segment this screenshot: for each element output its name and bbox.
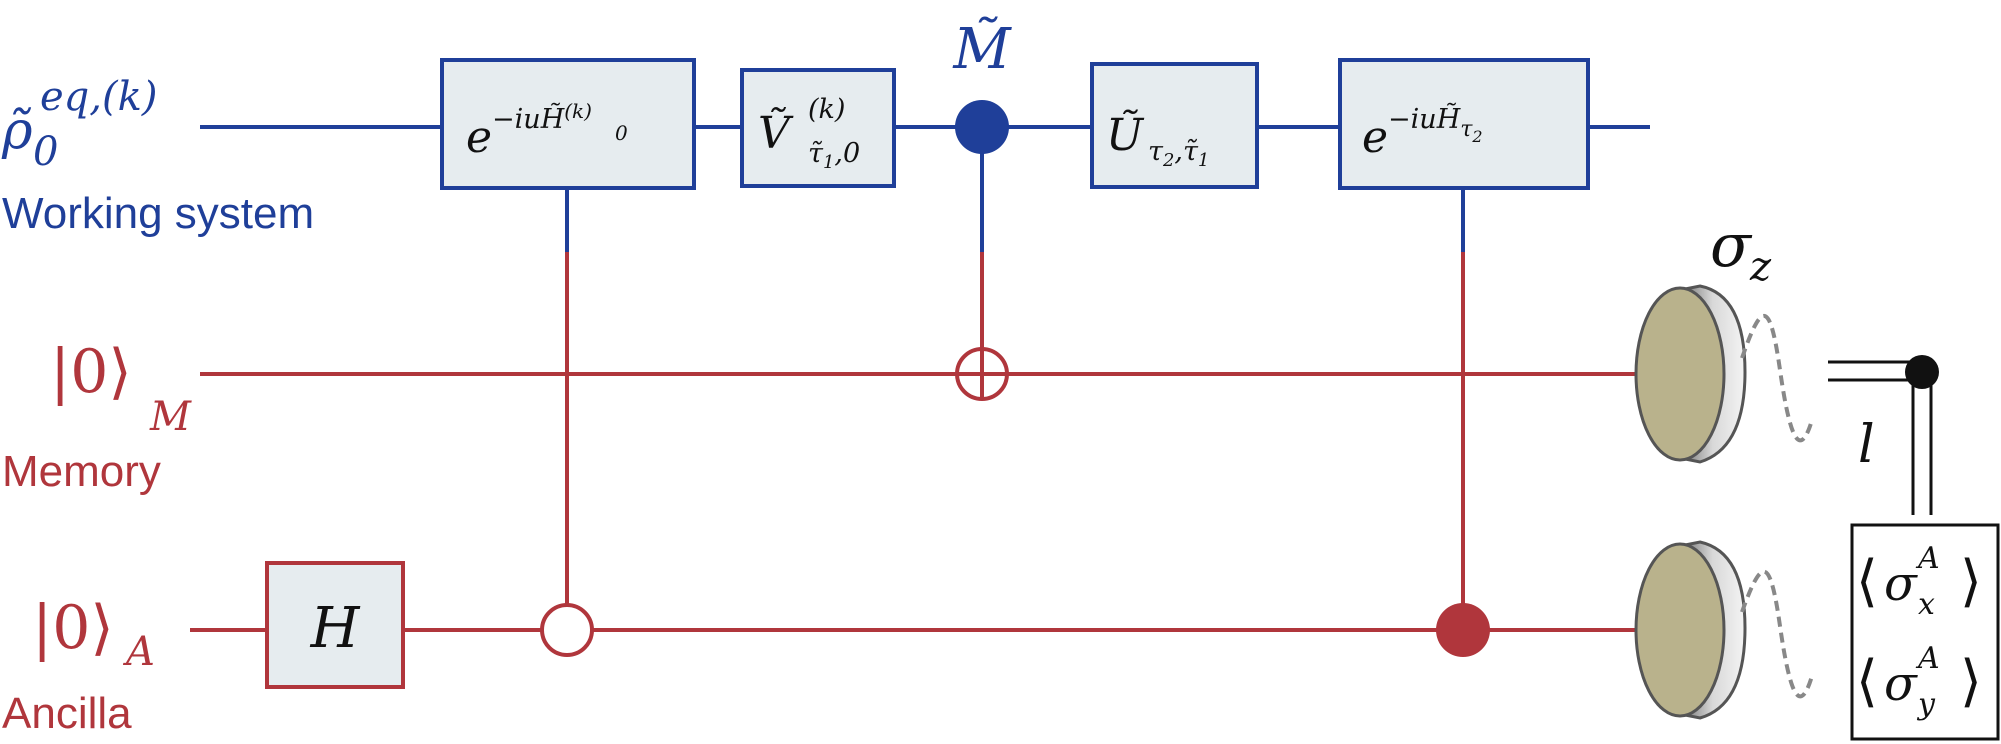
ancilla-state-label: |0⟩ A	[32, 593, 155, 675]
measurement-gate: M̃	[952, 16, 1012, 154]
svg-text:ρ̃: ρ̃	[1, 101, 33, 161]
evolution-gate-1: e−iuH̃(k) 0	[440, 58, 696, 190]
memory-state-label: |0⟩ M	[50, 337, 192, 440]
unitary-u-gate: Ũ τ2,τ̃1	[1090, 62, 1259, 189]
evolution-gate-2: e−iuH̃τ2	[1338, 58, 1590, 190]
svg-text:e−iuH̃τ2: e−iuH̃τ2	[1362, 102, 1483, 163]
svg-text:y: y	[1916, 687, 1936, 722]
ancilla-name: Ancilla	[2, 689, 132, 738]
svg-text:M̃: M̃	[952, 16, 1012, 82]
svg-text:x: x	[1918, 587, 1935, 622]
svg-text:Ṽ: Ṽ	[758, 106, 794, 159]
svg-text:σ: σ	[1884, 556, 1918, 612]
svg-text:⟩: ⟩	[1960, 549, 1982, 614]
svg-text:z: z	[1749, 244, 1772, 290]
svg-text:0: 0	[33, 129, 58, 175]
expectation-box: ⟨ σ A x ⟩ ⟨ σ A y ⟩	[1850, 523, 2000, 741]
unitary-v-gate: Ṽ (k) τ̃1,0	[740, 68, 896, 188]
svg-text:(k): (k)	[808, 94, 845, 125]
svg-text:σ: σ	[1884, 656, 1918, 712]
svg-text:e−iuH̃(k): e−iuH̃(k)	[466, 99, 592, 163]
svg-text:|0⟩: |0⟩	[32, 593, 114, 663]
svg-text:Ũ: Ũ	[1106, 108, 1145, 161]
working-system-name: Working system	[2, 189, 314, 238]
cnot-target	[955, 347, 1009, 401]
expectation-sigma-y: ⟨ σ A y ⟩	[1856, 641, 1982, 722]
svg-text:A: A	[122, 629, 155, 675]
classical-wire	[1828, 355, 1939, 515]
svg-text:⟨: ⟨	[1856, 549, 1878, 614]
filled-control-dot	[1436, 603, 1490, 657]
hadamard-gate: H	[265, 561, 405, 689]
svg-text:eq,(k): eq,(k)	[40, 74, 157, 120]
svg-text:τ̃1,0: τ̃1,0	[808, 138, 860, 173]
svg-text:⟨: ⟨	[1856, 649, 1878, 714]
svg-text:⟩: ⟩	[1960, 649, 1982, 714]
detector-ancilla	[1634, 540, 1814, 720]
memory-name: Memory	[2, 447, 161, 496]
open-control-dot	[540, 603, 594, 657]
svg-text:M: M	[149, 394, 192, 440]
svg-text:A: A	[1915, 641, 1940, 676]
svg-text:H: H	[310, 596, 361, 661]
svg-text:σ: σ	[1710, 211, 1753, 281]
sigma-z-label: σ z	[1710, 211, 1772, 290]
svg-text:0: 0	[615, 121, 628, 145]
detector-memory	[1634, 284, 1814, 464]
svg-text:τ2,τ̃1: τ2,τ̃1	[1148, 136, 1209, 171]
expectation-sigma-x: ⟨ σ A x ⟩	[1856, 541, 1982, 622]
working-system-state-label: ρ̃ eq,(k) 0	[1, 74, 157, 175]
classical-label: l	[1858, 415, 1875, 475]
svg-text:A: A	[1915, 541, 1940, 576]
svg-text:|0⟩: |0⟩	[50, 337, 132, 407]
